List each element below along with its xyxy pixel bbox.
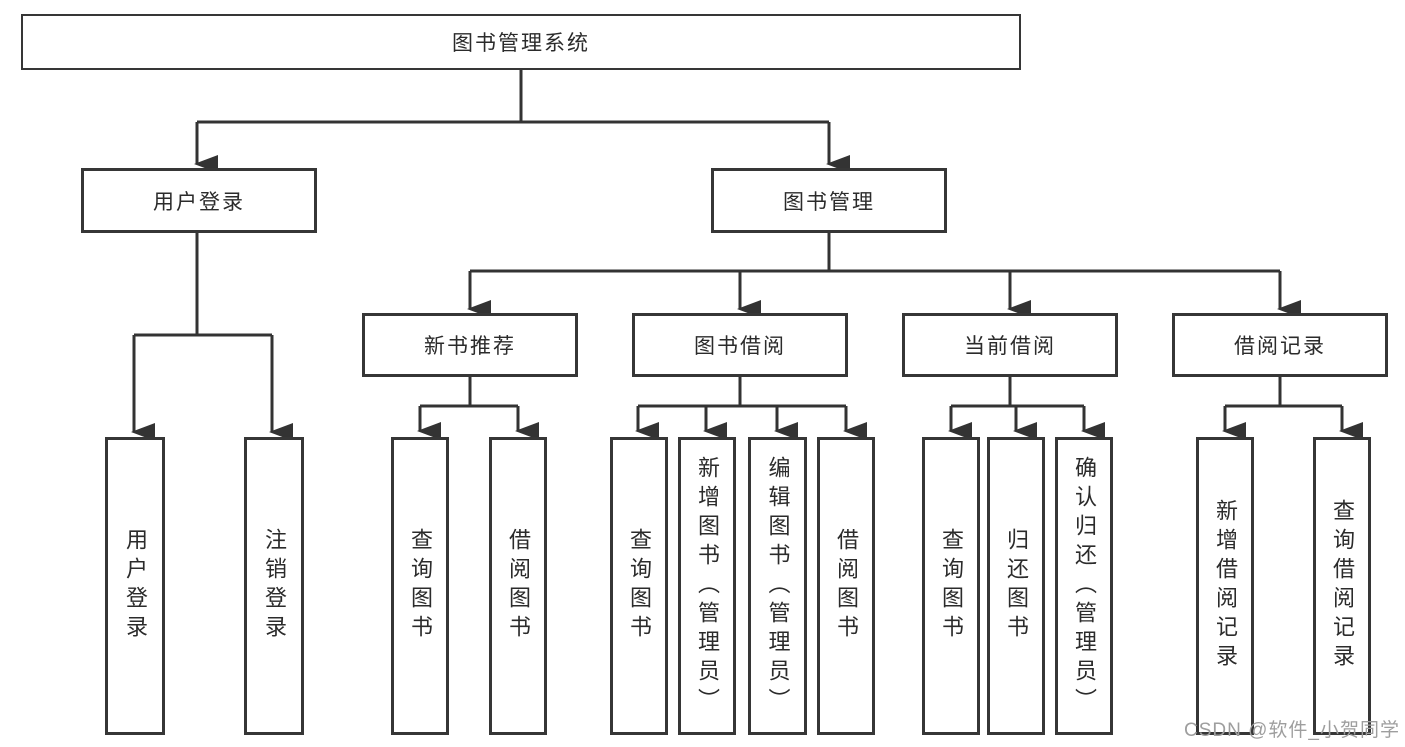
leaf-borrow-books-recommend: 借阅图书 bbox=[489, 437, 547, 735]
leaf-label: 编辑图书（管理员） bbox=[765, 455, 791, 717]
leaf-label: 用户登录 bbox=[123, 528, 148, 644]
leaf-label: 查询图书 bbox=[939, 528, 964, 644]
node-borrowing-records: 借阅记录 bbox=[1172, 313, 1388, 377]
node-label: 当前借阅 bbox=[964, 335, 1056, 358]
node-library-management-system: 图书管理系统 bbox=[21, 14, 1021, 70]
leaf-label: 查询图书 bbox=[408, 528, 433, 644]
leaf-logout-login: 注销登录 bbox=[244, 437, 304, 735]
node-label: 用户登录 bbox=[153, 190, 245, 214]
leaf-label: 新增图书（管理员） bbox=[695, 455, 720, 717]
leaf-borrow-books: 借阅图书 bbox=[817, 437, 875, 735]
watermark: CSDN @软件_小贺同学 bbox=[1184, 720, 1400, 741]
leaf-label: 查询借阅记录 bbox=[1330, 499, 1355, 673]
leaf-user-login: 用户登录 bbox=[105, 437, 165, 735]
leaf-label: 新增借阅记录 bbox=[1213, 499, 1238, 673]
leaf-query-books-current: 查询图书 bbox=[922, 437, 980, 735]
node-label: 图书管理 bbox=[783, 190, 875, 214]
node-book-management: 图书管理 bbox=[711, 168, 947, 233]
leaf-query-books-recommend: 查询图书 bbox=[391, 437, 449, 735]
leaf-edit-books-admin: 编辑图书（管理员） bbox=[748, 437, 807, 735]
leaf-label: 确认归还（管理员） bbox=[1072, 455, 1097, 717]
leaf-label: 归还图书 bbox=[1004, 528, 1029, 644]
leaf-add-borrow-record: 新增借阅记录 bbox=[1196, 437, 1254, 735]
node-label: 新书推荐 bbox=[424, 335, 516, 358]
leaf-label: 查询图书 bbox=[627, 528, 652, 644]
node-current-borrowing: 当前借阅 bbox=[902, 313, 1118, 377]
node-label: 借阅记录 bbox=[1234, 335, 1326, 358]
leaf-confirm-return-admin: 确认归还（管理员） bbox=[1055, 437, 1113, 735]
leaf-add-books-admin: 新增图书（管理员） bbox=[678, 437, 736, 735]
leaf-label: 借阅图书 bbox=[506, 528, 531, 644]
node-label: 图书借阅 bbox=[694, 335, 786, 358]
leaf-label: 借阅图书 bbox=[834, 528, 859, 644]
node-user-login: 用户登录 bbox=[81, 168, 317, 233]
leaf-return-books: 归还图书 bbox=[987, 437, 1045, 735]
leaf-label: 注销登录 bbox=[262, 528, 287, 644]
connector-rails bbox=[134, 70, 1342, 408]
node-book-borrowing: 图书借阅 bbox=[632, 313, 848, 377]
connector-arrows bbox=[131, 122, 1363, 441]
leaf-query-borrow-record: 查询借阅记录 bbox=[1313, 437, 1371, 735]
node-new-book-recommend: 新书推荐 bbox=[362, 313, 578, 377]
node-label: 图书管理系统 bbox=[452, 32, 590, 55]
leaf-query-books-borrow: 查询图书 bbox=[610, 437, 668, 735]
